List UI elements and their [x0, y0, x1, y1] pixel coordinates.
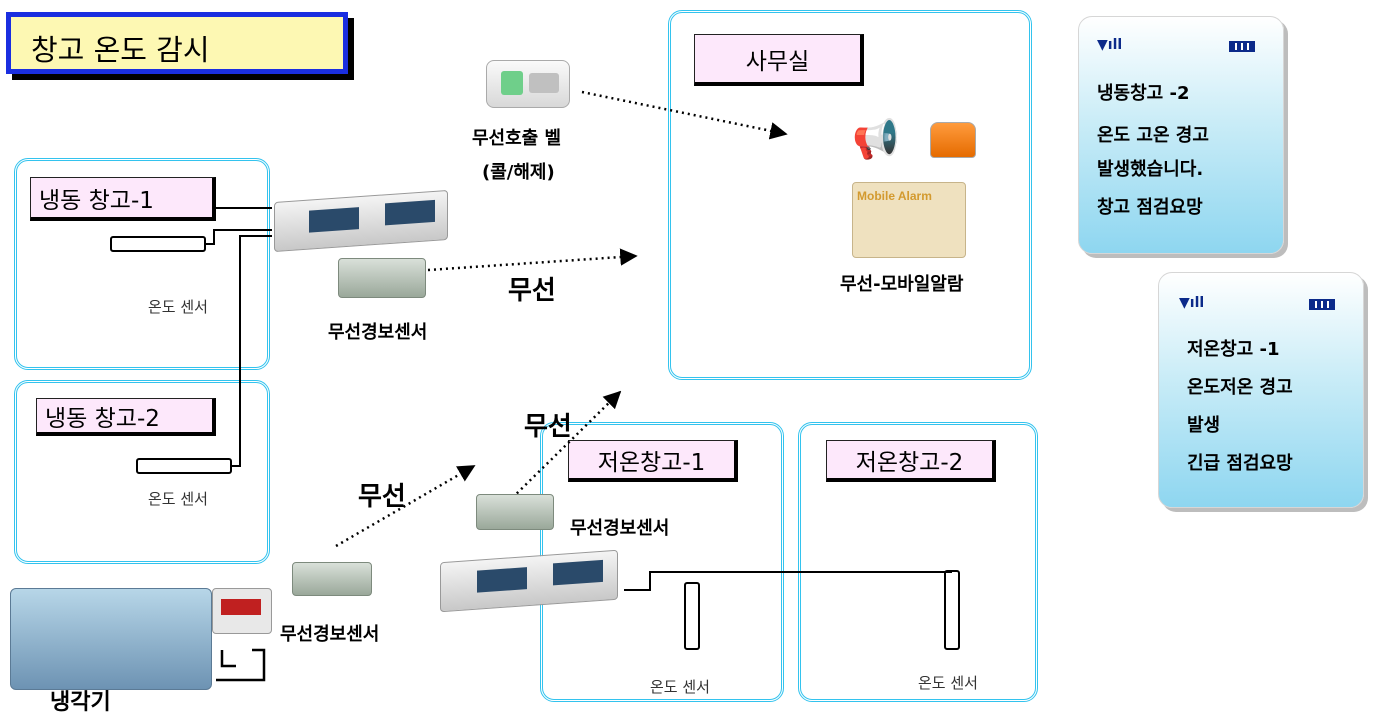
mobile-alarm-caption: 무선-모바일알람 — [840, 274, 964, 295]
phone-2-line-2: 온도저온 경고 — [1187, 377, 1293, 398]
phone-2-line-3: 발생 — [1187, 415, 1221, 436]
wireless-alarm-sensor-2 — [476, 494, 554, 530]
mobile-alarm-brand: Mobile Alarm — [857, 189, 932, 203]
battery-icon — [1229, 41, 1255, 52]
wireless-alarm-sensor-3 — [292, 562, 372, 596]
label-freezer-1-text: 냉동 창고-1 — [39, 187, 154, 214]
temp-sensor-caption-4: 온도 센서 — [918, 674, 978, 692]
phone-1-line-2: 온도 고온 경고 — [1097, 125, 1209, 146]
label-office: 사무실 — [694, 34, 864, 86]
wire-freezer-1-sensor — [206, 229, 272, 245]
phone-2-line-1: 저온창고 -1 — [1187, 339, 1280, 360]
arrow-bell-to-office — [581, 90, 788, 140]
phone-1-line-1: 냉동창고 -2 — [1097, 83, 1190, 104]
phone-1-line-3: 발생했습니다. — [1097, 159, 1204, 180]
label-low-temp-1-text: 저온창고-1 — [597, 449, 706, 476]
label-low-temp-2: 저온창고-2 — [826, 440, 996, 482]
chiller-label: 냉각기 — [50, 690, 111, 715]
call-bell-caption-2: (콜/해제) — [482, 162, 555, 183]
phone-1-line-4: 창고 점검요망 — [1097, 197, 1203, 218]
temp-sensor-caption-3: 온도 센서 — [650, 678, 710, 696]
temp-sensor-low-1 — [684, 582, 700, 650]
phone-notification-1: ▼ıll 냉동창고 -2 온도 고온 경고 발생했습니다. 창고 점검요망 — [1078, 16, 1284, 254]
wireless-alarm-sensor-caption-3: 무선경보센서 — [280, 624, 380, 645]
chiller-display — [212, 588, 272, 634]
temp-sensor-caption-1: 온도 센서 — [148, 298, 208, 316]
wireless-label-3: 무선 — [358, 482, 406, 512]
label-freezer-2-text: 냉동 창고-2 — [45, 405, 160, 432]
phone-notification-2: ▼ıll 저온창고 -1 온도저온 경고 발생 긴급 점검요망 — [1158, 272, 1364, 508]
label-freezer-2: 냉동 창고-2 — [36, 398, 216, 436]
wireless-alarm-sensor-1 — [338, 258, 426, 298]
wireless-alarm-sensor-caption-1: 무선경보센서 — [328, 322, 428, 343]
wireless-call-bell — [486, 60, 570, 108]
arrow-chiller-to-low — [335, 464, 476, 548]
wire-low-temp — [624, 571, 952, 591]
arrow-freezer-to-office — [427, 248, 638, 272]
chiller-unit — [10, 588, 212, 690]
page-title-box: 창고 온도 감시 — [6, 12, 348, 74]
mobile-alarm-device: Mobile Alarm — [852, 182, 966, 258]
signal-icon: ▼ıll — [1179, 295, 1205, 311]
page-title: 창고 온도 감시 — [31, 33, 210, 67]
call-bell-caption-1: 무선호출 벨 — [472, 128, 562, 149]
temp-sensor-caption-2: 온도 센서 — [148, 490, 208, 508]
label-low-temp-1: 저온창고-1 — [568, 440, 738, 482]
room-freezer-2 — [14, 380, 270, 564]
room-office — [668, 10, 1032, 380]
megaphone-icon: 📢 — [852, 117, 900, 161]
wireless-label-1: 무선 — [508, 276, 556, 306]
wire-chiller — [216, 648, 266, 682]
phone-2-line-4: 긴급 점검요망 — [1187, 453, 1293, 474]
wireless-alarm-sensor-caption-2: 무선경보센서 — [570, 518, 670, 539]
siren-lamp-icon — [930, 122, 976, 158]
label-freezer-1: 냉동 창고-1 — [30, 177, 216, 221]
wire-freezer-2-sensor — [232, 235, 272, 467]
temp-sensor-freezer-1 — [110, 236, 206, 252]
room-freezer-1 — [14, 158, 270, 370]
signal-icon: ▼ıll — [1097, 37, 1123, 53]
label-office-text: 사무실 — [745, 48, 810, 75]
wireless-label-2: 무선 — [524, 412, 572, 442]
label-low-temp-2-text: 저온창고-2 — [855, 449, 964, 476]
temp-sensor-freezer-2 — [136, 458, 232, 474]
battery-icon — [1309, 299, 1335, 310]
room-low-temp-2 — [798, 422, 1038, 702]
